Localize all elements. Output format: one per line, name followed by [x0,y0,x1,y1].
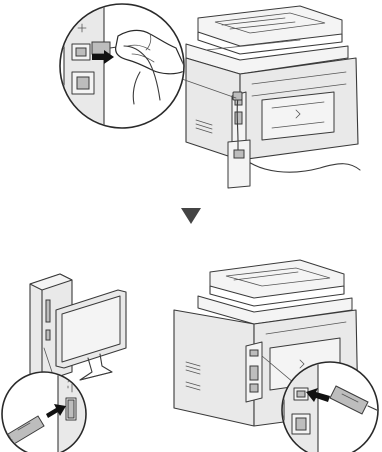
step-1-panel [0,0,382,200]
pc-usb-closeup [0,370,100,452]
cable-plug [233,92,242,100]
phone-plug [92,42,110,54]
port-closeup-inset [60,4,186,140]
step-1-illustration [0,0,382,200]
down-triangle-icon [180,206,202,226]
printer-unit-top [186,6,358,160]
step-2-illustration [0,230,382,452]
wall-jack [228,140,250,188]
step-2-panel [0,230,382,452]
